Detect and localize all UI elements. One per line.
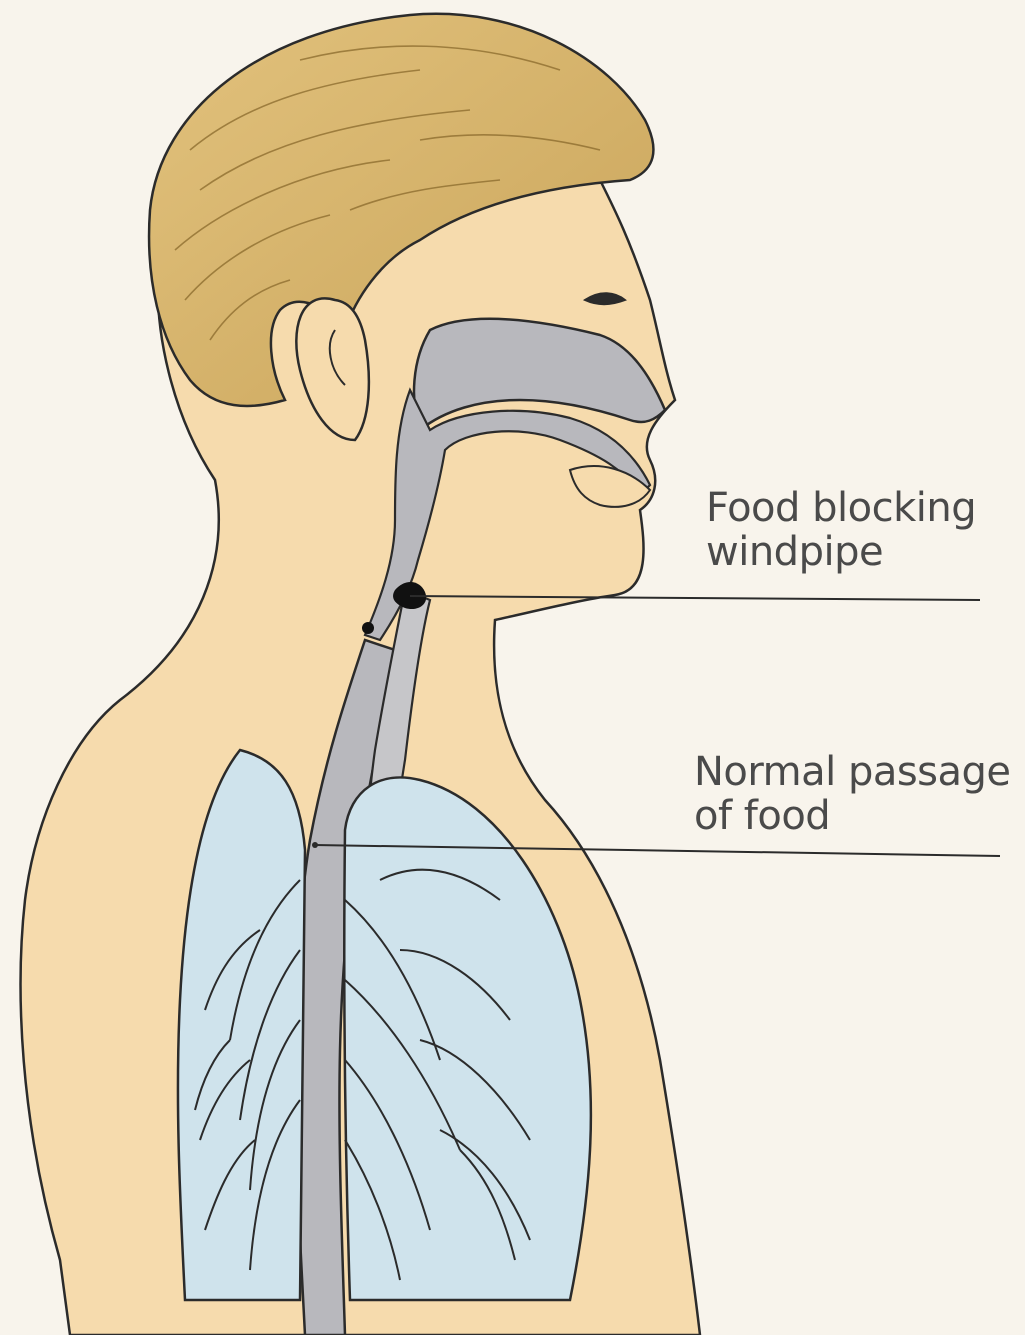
label-food-blocking-windpipe: Food blocking windpipe [706,486,976,574]
label-normal-passage-line1: Normal passage [694,750,1011,794]
label-normal-passage-line2: of food [694,794,1011,838]
label-food-blocking-line2: windpipe [706,530,976,574]
food-particle [362,622,374,634]
label-food-blocking-line1: Food blocking [706,486,976,530]
label-normal-passage-of-food: Normal passage of food [694,750,1011,838]
